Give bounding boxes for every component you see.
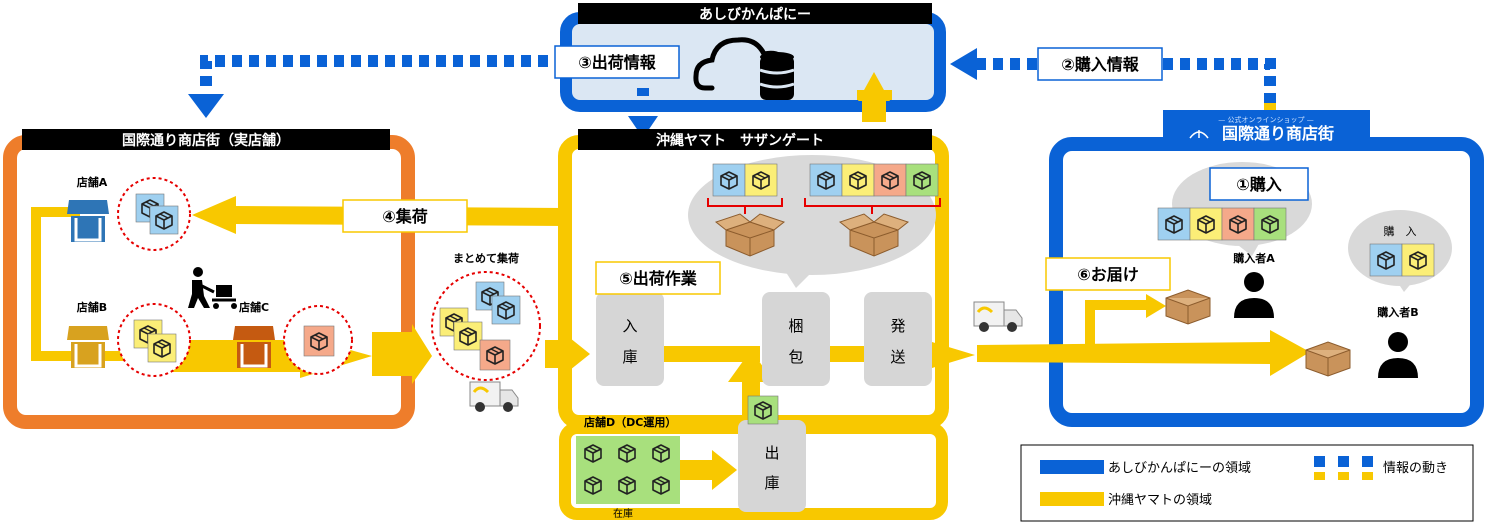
collect-label-box <box>342 199 468 233</box>
store-a-stock <box>117 177 191 251</box>
outbound-char-1: 出 <box>764 444 779 462</box>
shotengai-zone <box>3 135 415 429</box>
shotengai-header-text: 国際通り商店街（実店舗） <box>122 132 290 149</box>
ship-work-label: ⑤出荷作業 <box>619 269 698 288</box>
bulk-collect-label: まとめて集荷 <box>453 251 519 265</box>
bracket-1 <box>707 198 783 214</box>
buyer-a-icon <box>1234 272 1274 318</box>
dispatch-char-1: 発 <box>890 317 905 335</box>
online-shop-banner <box>1163 110 1370 144</box>
delivery-truck-icon <box>972 300 1024 334</box>
inbound-char-2: 庫 <box>622 348 637 366</box>
collect-label: ④集荷 <box>382 207 428 226</box>
shotengai-header <box>22 129 390 150</box>
ship-work-label-box <box>595 261 721 295</box>
outbound-char-2: 庫 <box>764 474 779 492</box>
legend-info-flow-swatch <box>1314 456 1373 480</box>
legend-yamato-swatch <box>1040 492 1104 506</box>
box-bubble-1 <box>712 163 778 197</box>
store-a-icon <box>67 200 109 242</box>
delivery-label: ⑥お届け <box>1077 265 1139 284</box>
store-d-label: 店舗D（DC運用） <box>584 415 676 429</box>
buyer-a-label: 購入者A <box>1232 251 1275 265</box>
ship-info-label-box <box>554 45 680 79</box>
purchase-label: ①購入 <box>1236 175 1282 194</box>
ashibi-header-text: あしびかんぱにー <box>699 6 811 23</box>
shop-banner-logo-icon <box>1189 130 1209 139</box>
buyer-b-bubble-text: 購 入 <box>1384 224 1417 238</box>
inventory-label: 在庫 <box>613 507 633 520</box>
packing-station <box>762 292 830 386</box>
packing-char-2: 包 <box>788 348 803 366</box>
dispatch-char-2: 送 <box>890 348 905 366</box>
purchase-info-label-box <box>1037 47 1163 81</box>
shop-banner-small: — 公式オンラインショップ — <box>1218 115 1313 124</box>
inbound-char-1: 入 <box>622 317 637 335</box>
dc-inventory-grid <box>576 436 680 504</box>
store-a-label: 店舗A <box>77 175 108 189</box>
ship-info-label: ③出荷情報 <box>578 53 657 72</box>
store-b-stock <box>117 303 191 377</box>
legend: あしびかんぱにーの領域 沖縄ヤマトの領域 情報の動き <box>1020 444 1474 522</box>
outbound-station <box>738 420 806 512</box>
info-flow-arrows <box>188 48 1276 138</box>
box-bubble-2 <box>809 163 939 197</box>
purchase-info-label: ②購入情報 <box>1061 55 1140 74</box>
store-c-stock <box>283 305 353 375</box>
legend-ashibi-swatch <box>1040 460 1104 474</box>
packing-char-1: 梱 <box>788 317 803 335</box>
buyer-b-bubble: 購 入 <box>1348 210 1452 292</box>
yamato-header-text: 沖縄ヤマト サザンゲート <box>656 132 824 149</box>
store-b-icon <box>67 326 109 368</box>
store-c-icon <box>233 326 275 368</box>
delivered-box-b-icon <box>1305 341 1351 377</box>
legend-yamato-text: 沖縄ヤマトの領域 <box>1108 492 1212 508</box>
bracket-2 <box>804 198 941 214</box>
cart-worker-icon <box>188 267 237 309</box>
store-b-label: 店舗B <box>77 300 107 314</box>
inbound-station <box>596 292 664 386</box>
shop-banner-main: 国際通り商店街 <box>1222 124 1334 143</box>
collection-truck-icon <box>468 380 520 414</box>
buyer-b-label: 購入者B <box>1376 305 1418 319</box>
legend-info-flow-text: 情報の動き <box>1383 461 1448 476</box>
delivered-box-a-icon <box>1165 289 1211 325</box>
legend-ashibi-text: あしびかんぱにーの領域 <box>1108 460 1251 476</box>
store-c-label: 店舗C <box>239 300 269 314</box>
buyer-b-icon <box>1378 332 1418 378</box>
dispatch-station <box>864 292 932 386</box>
bulk-collection-stock <box>431 271 541 381</box>
ashibi-header <box>578 3 932 24</box>
delivery-label-box <box>1045 257 1171 291</box>
purchase-label-box <box>1209 167 1309 201</box>
cloud-database-icon <box>693 37 795 100</box>
yamato-header <box>578 129 932 150</box>
